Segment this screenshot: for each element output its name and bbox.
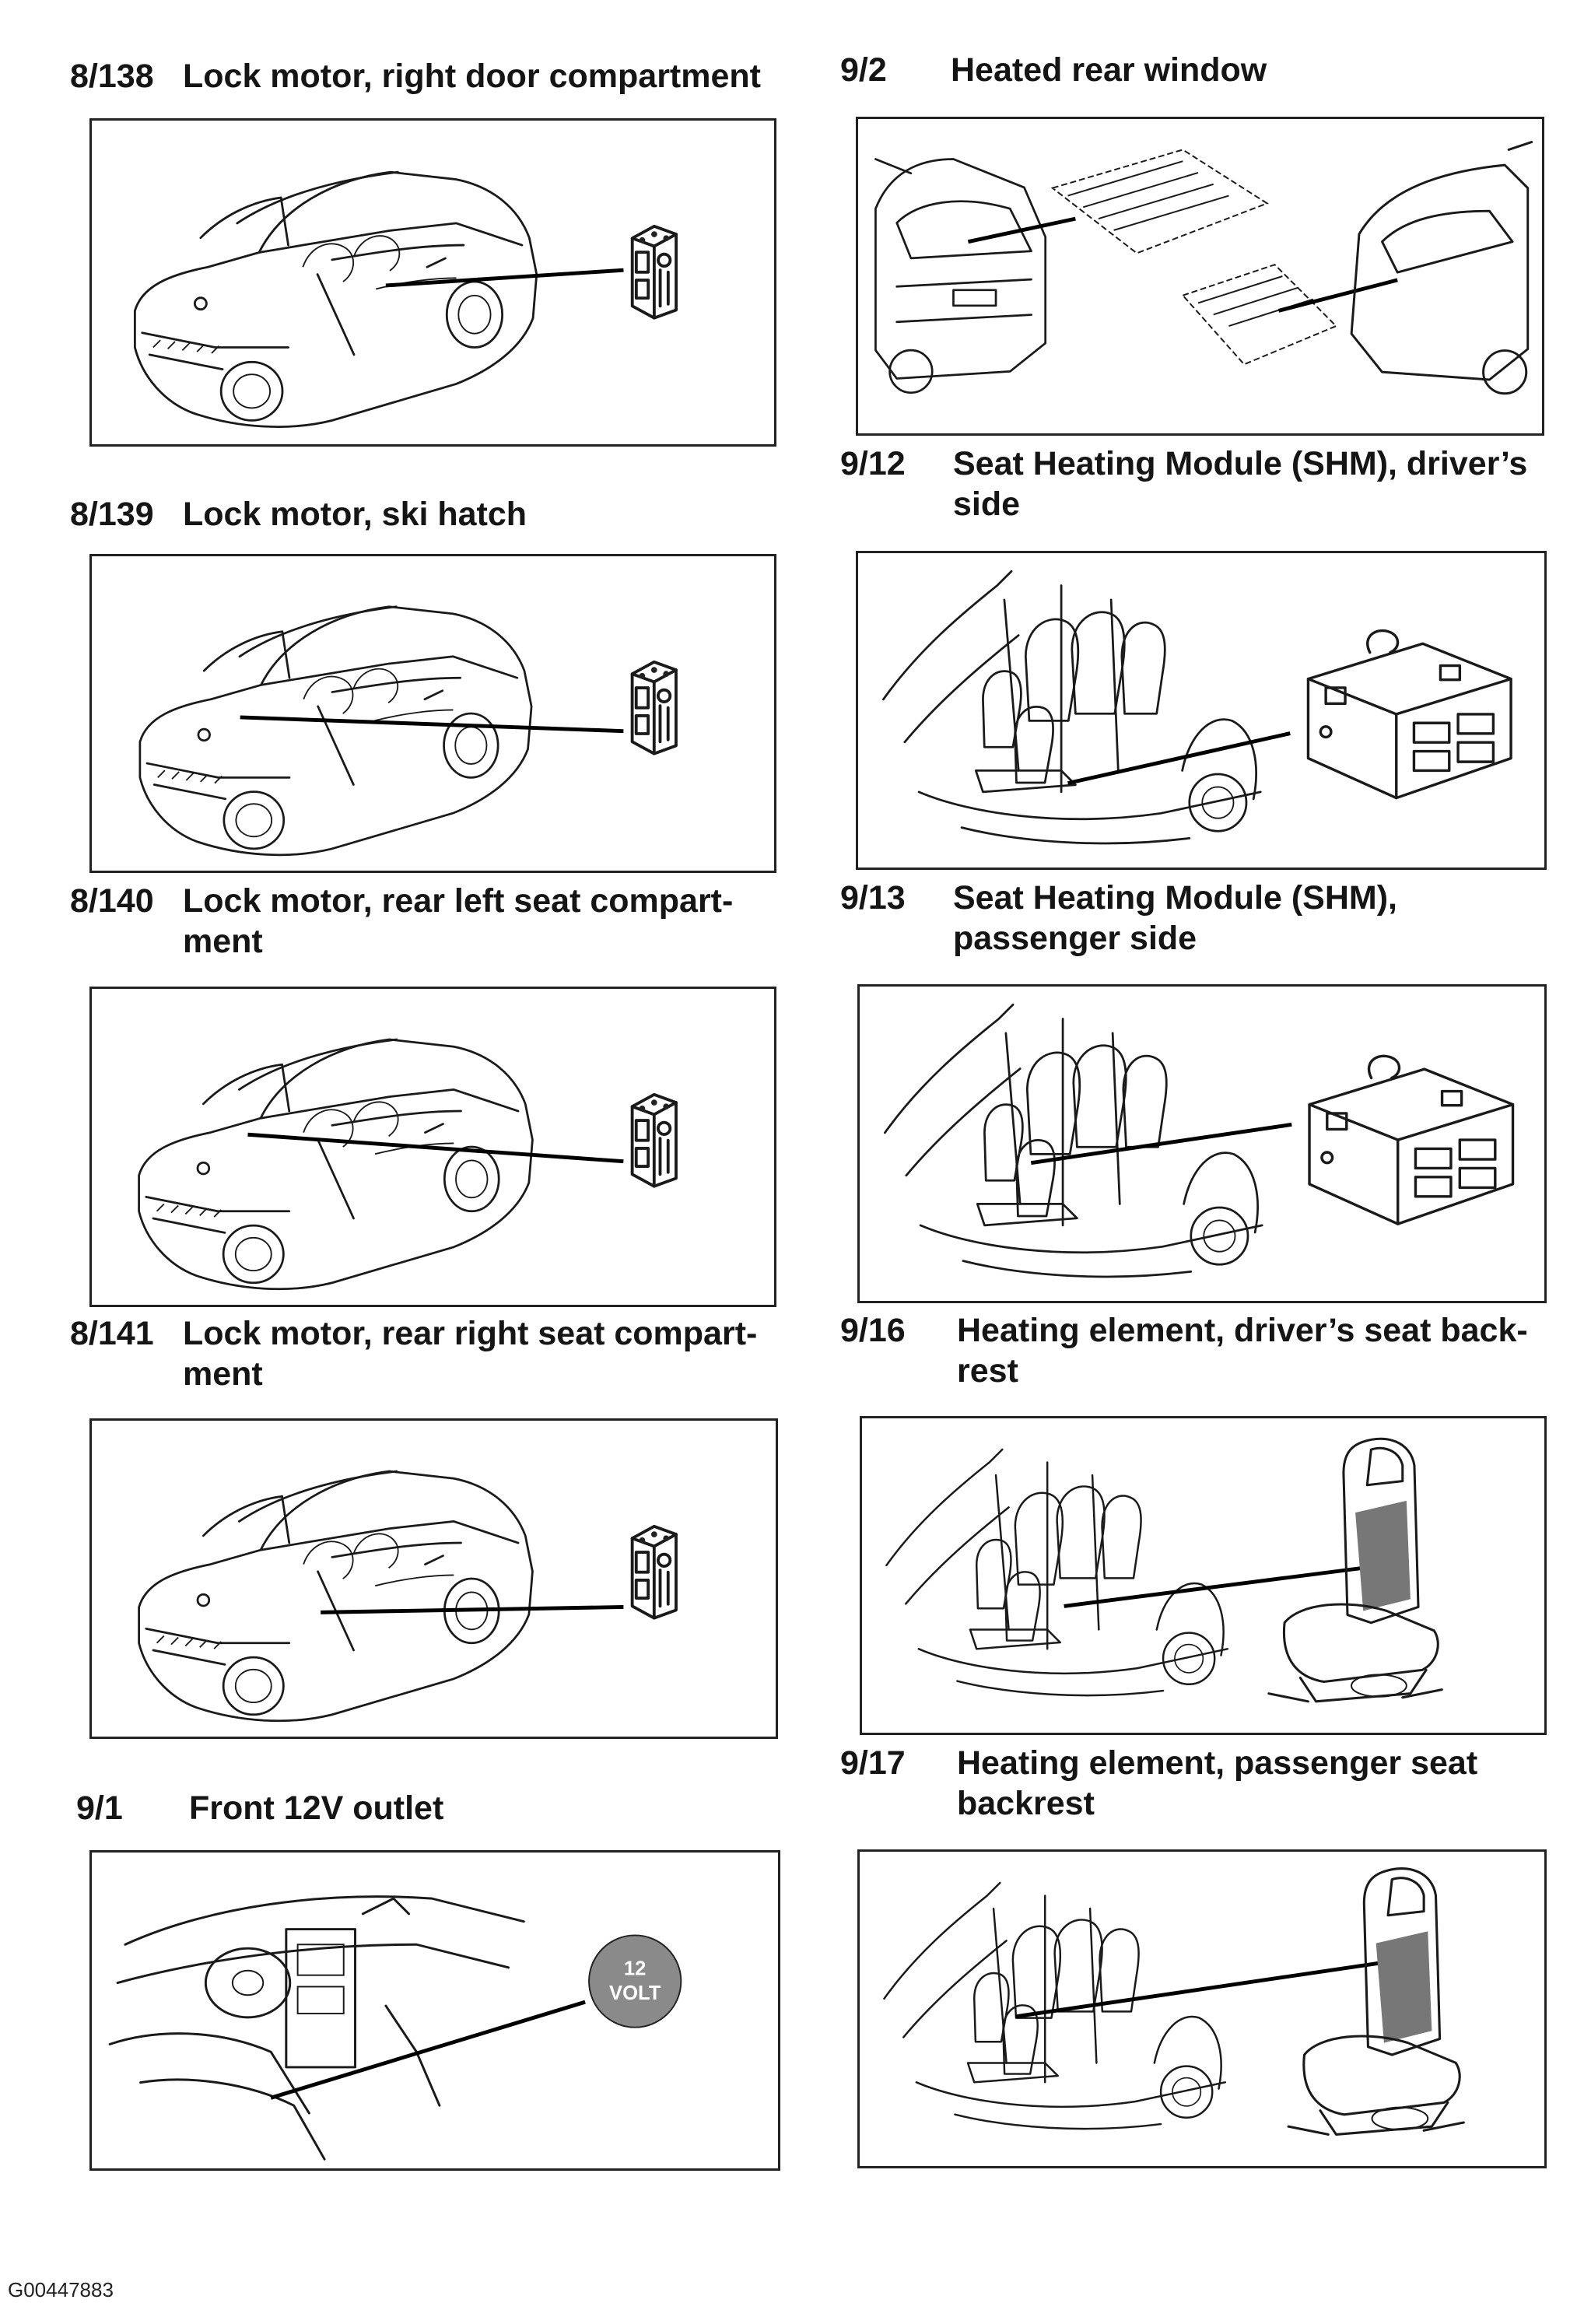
seat-heating-module-illustration [883, 1003, 1515, 1278]
figure-code: G00447883 [8, 2278, 114, 2301]
item-title: Lock motor, right door compartment [183, 58, 761, 95]
caption-9-2: 9/2 Heated rear window [840, 50, 1556, 90]
item-number: 8/139 [70, 496, 154, 533]
caption-9-16: 9/16 Heating element, driver’s seat back… [840, 1310, 1556, 1391]
figure-lock-motor-ski-hatch [89, 554, 776, 873]
item-title: Seat Heating Module (SHM), driver’s side [953, 445, 1528, 523]
item-title: Heating element, driver’s seat back-rest [957, 1312, 1528, 1390]
item-title: Heated rear window [951, 51, 1267, 89]
figure-front-12v-outlet: 12 VOLT [89, 1850, 780, 2171]
figure-shm-passenger [857, 984, 1547, 1303]
item-title: Seat Heating Module (SHM), passenger sid… [953, 879, 1397, 957]
volt-badge-text-top: 12 [624, 1958, 647, 1980]
item-title: Heating element, passenger seat backrest [957, 1744, 1478, 1822]
seat-heating-module-illustration [881, 570, 1512, 845]
seat-heating-element-illustration [885, 1437, 1444, 1703]
item-number: 8/141 [70, 1315, 154, 1352]
item-number: 8/138 [70, 58, 154, 95]
caption-9-1: 9/1 Front 12V outlet [76, 1788, 800, 1828]
item-number: 9/13 [840, 879, 906, 917]
figure-lock-motor-rear-right-seat [89, 1418, 778, 1739]
item-number: 9/1 [76, 1789, 123, 1827]
convertible-car-illustration [138, 1038, 678, 1291]
dashboard-illustration: 12 VOLT [108, 1895, 682, 2161]
convertible-car-illustration [133, 170, 678, 429]
item-title: Front 12V outlet [189, 1789, 444, 1827]
figure-shm-driver [856, 551, 1547, 870]
figure-heating-element-passenger [857, 1849, 1547, 2168]
item-number: 9/12 [840, 445, 906, 482]
figure-lock-motor-rear-left-seat [89, 987, 776, 1307]
caption-9-17: 9/17 Heating element, passenger seat bac… [840, 1743, 1556, 1824]
figure-heated-rear-window [856, 117, 1544, 436]
rear-window-illustration [874, 141, 1533, 395]
item-title: Lock motor, ski hatch [183, 496, 527, 533]
seat-heating-element-illustration [883, 1867, 1466, 2136]
caption-8-141: 8/141 Lock motor, rear right seat compar… [70, 1313, 794, 1394]
figure-heating-element-driver [860, 1416, 1547, 1735]
caption-9-12: 9/12 Seat Heating Module (SHM), driver’s… [840, 443, 1556, 524]
caption-8-140: 8/140 Lock motor, rear left seat compart… [70, 881, 794, 962]
figure-lock-motor-right-door [89, 118, 776, 447]
caption-8-139: 8/139 Lock motor, ski hatch [70, 494, 794, 535]
item-number: 9/2 [840, 51, 887, 89]
caption-8-138: 8/138 Lock motor, right door compartment [70, 56, 794, 96]
convertible-car-illustration [138, 1470, 678, 1723]
item-number: 8/140 [70, 882, 154, 920]
caption-9-13: 9/13 Seat Heating Module (SHM), passenge… [840, 878, 1556, 959]
item-number: 9/17 [840, 1744, 906, 1782]
item-title: Lock motor, rear right seat compart-ment [183, 1315, 758, 1393]
item-title: Lock motor, rear left seat compart-ment [183, 882, 734, 960]
volt-badge-text-bottom: VOLT [609, 1982, 661, 2004]
convertible-car-illustration [138, 605, 678, 857]
item-number: 9/16 [840, 1312, 906, 1349]
